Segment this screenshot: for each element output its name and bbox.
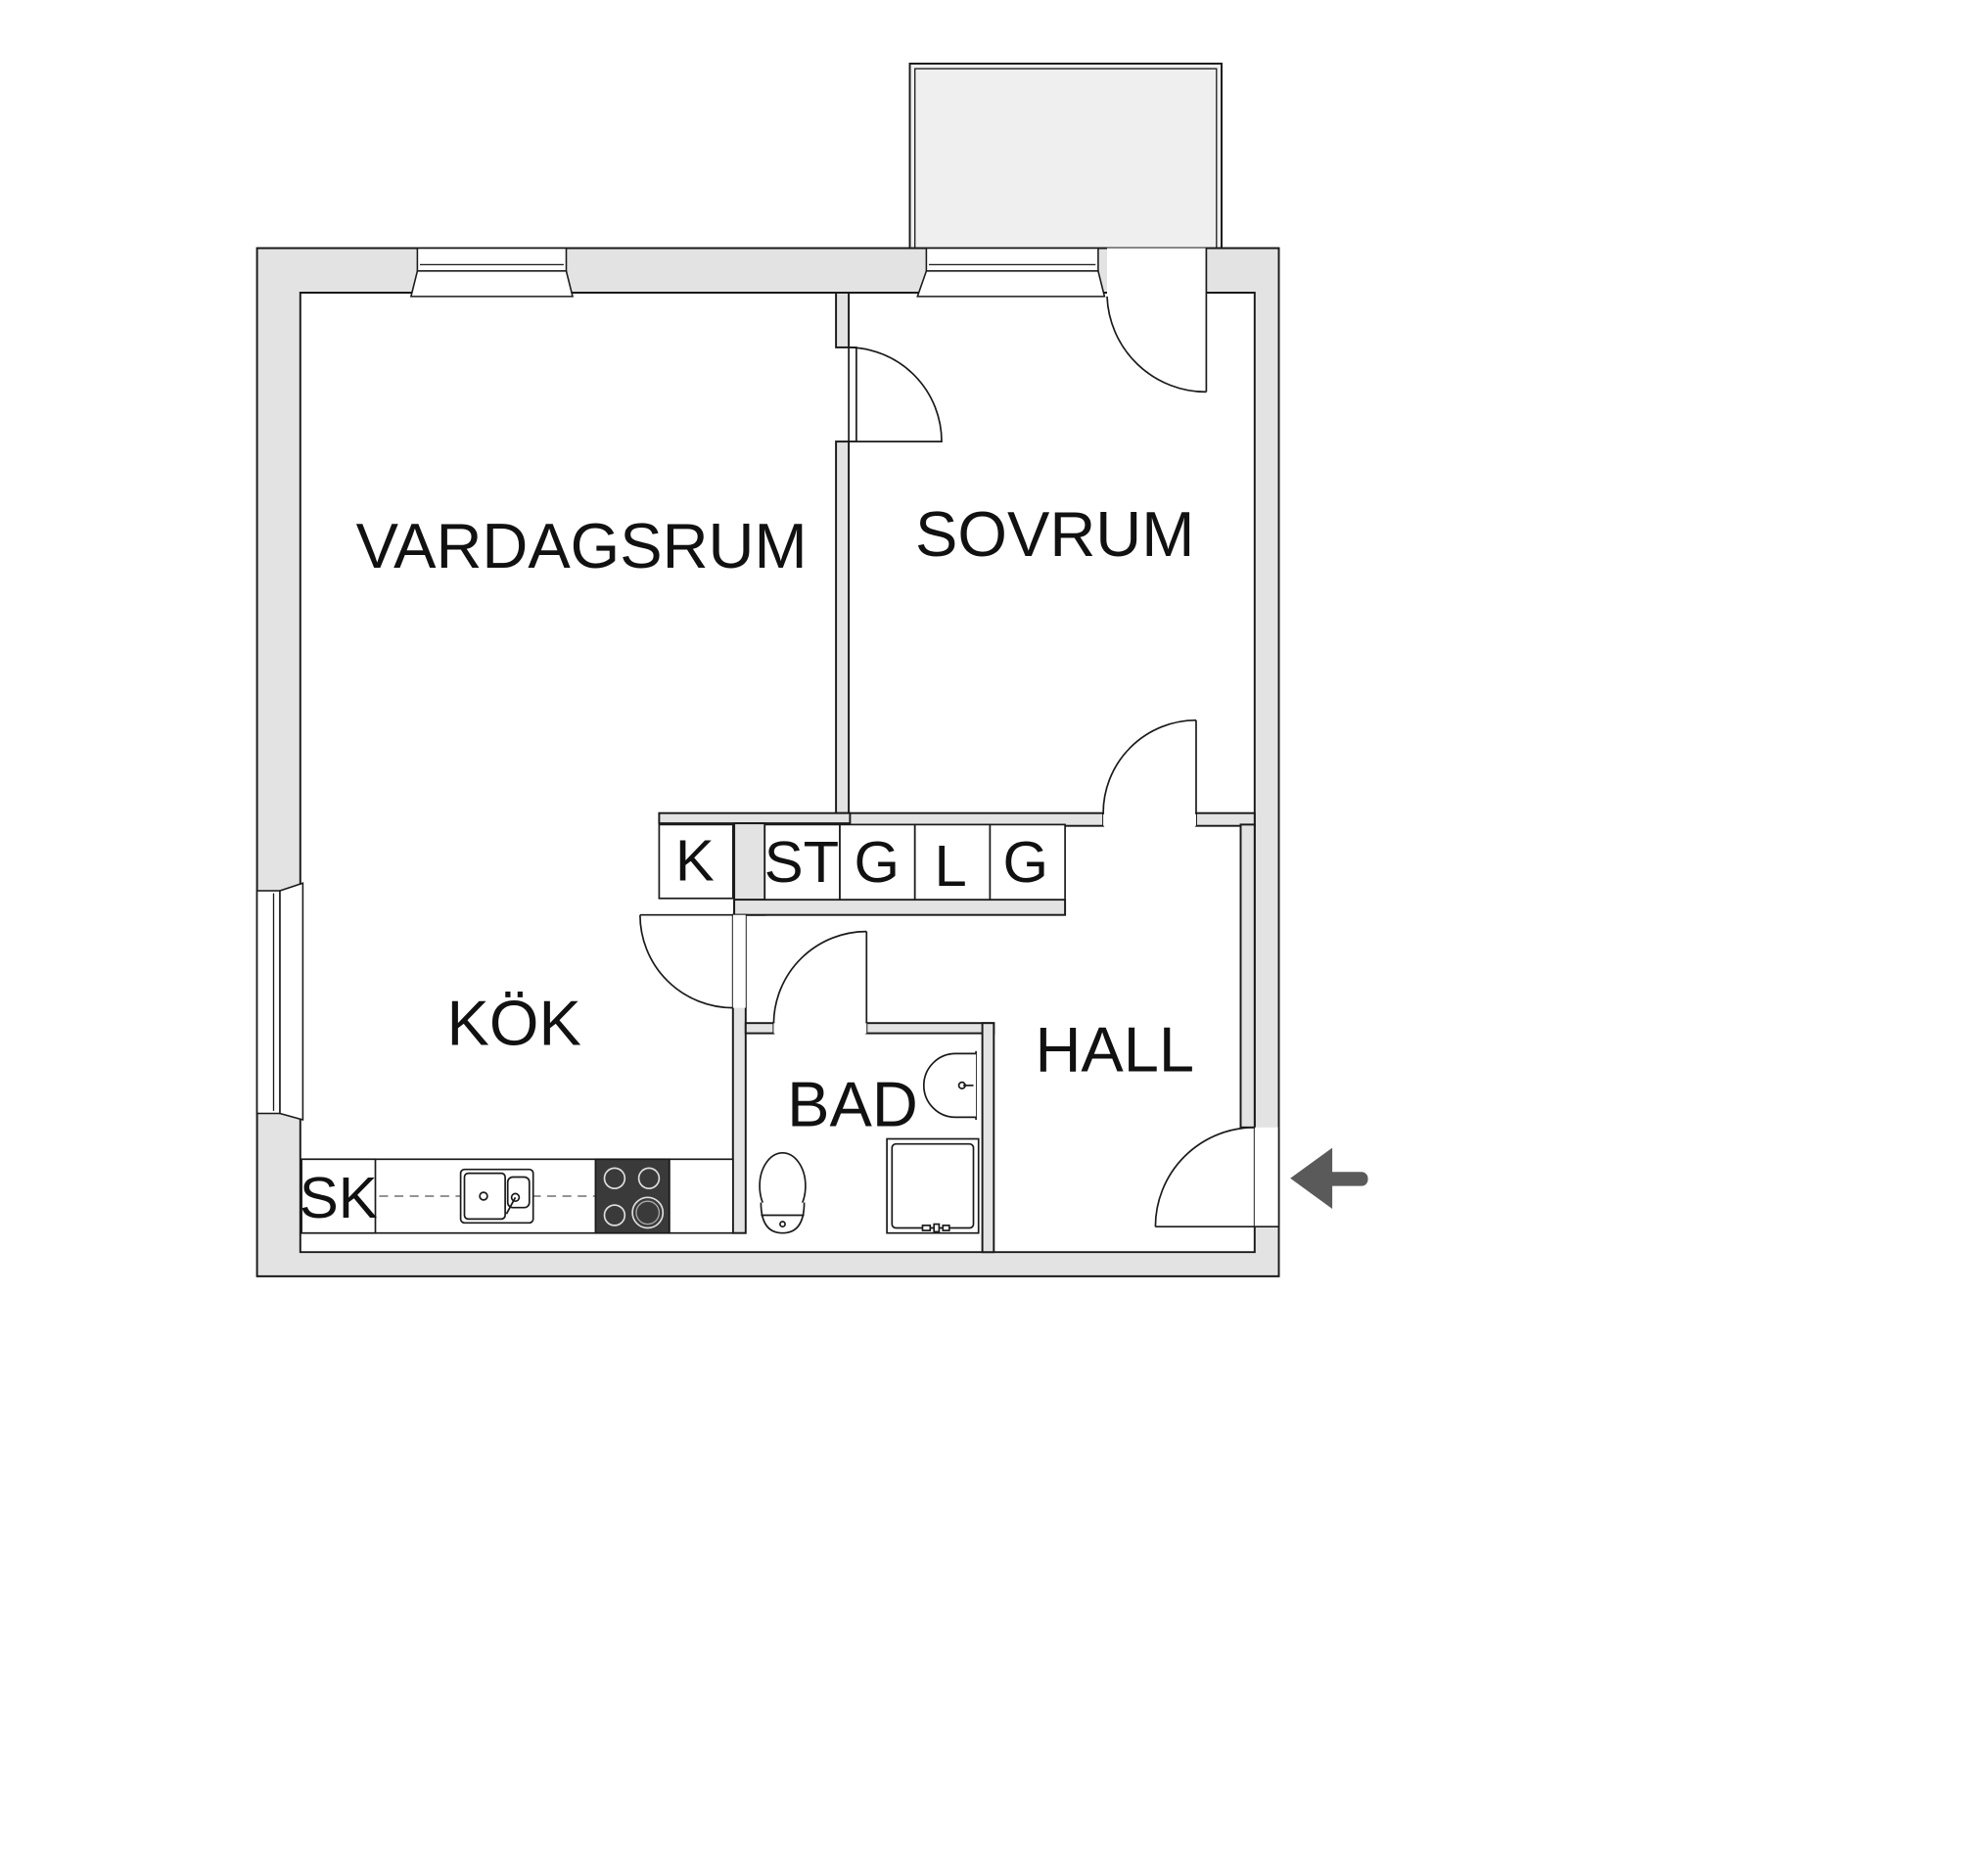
storage-label-sk: SK: [300, 1165, 378, 1230]
storage-l: [913, 823, 992, 901]
storage-label-g2: G: [1003, 829, 1049, 895]
outer-wall: [255, 247, 1280, 1277]
storage-g2: [989, 823, 1066, 901]
shower-icon: [886, 1137, 980, 1234]
room-label-sovrum: SOVRUM: [915, 498, 1194, 570]
storage-label-g1: G: [854, 829, 900, 895]
storage-k: [658, 823, 734, 900]
kitchen-sink-icon: [459, 1168, 534, 1225]
balcony: [908, 63, 1223, 250]
window-top-right: [916, 247, 1106, 298]
doors: [639, 248, 1280, 1228]
storage-label-st: ST: [764, 829, 839, 895]
sk-cabinet: [301, 1158, 377, 1234]
storage-label-l: L: [934, 833, 966, 899]
window-top-left: [409, 247, 574, 298]
storage-row: [658, 823, 1066, 901]
room-label-bad: BAD: [787, 1069, 918, 1140]
storage-label-k: K: [675, 828, 715, 894]
room-label-kok: KÖK: [447, 987, 581, 1058]
room-label-hall: HALL: [1035, 1014, 1194, 1086]
stove-icon: [594, 1158, 670, 1234]
storage-st: [763, 823, 841, 901]
storage-g1: [839, 823, 916, 901]
entrance-arrow-icon: [1290, 1147, 1368, 1209]
room-label-vardagsrum: VARDAGSRUM: [356, 510, 808, 581]
toilet-icon: [759, 1151, 807, 1234]
kitchen-counter: [301, 1158, 734, 1234]
washbasin-icon: [922, 1050, 977, 1120]
window-left: [255, 882, 304, 1122]
